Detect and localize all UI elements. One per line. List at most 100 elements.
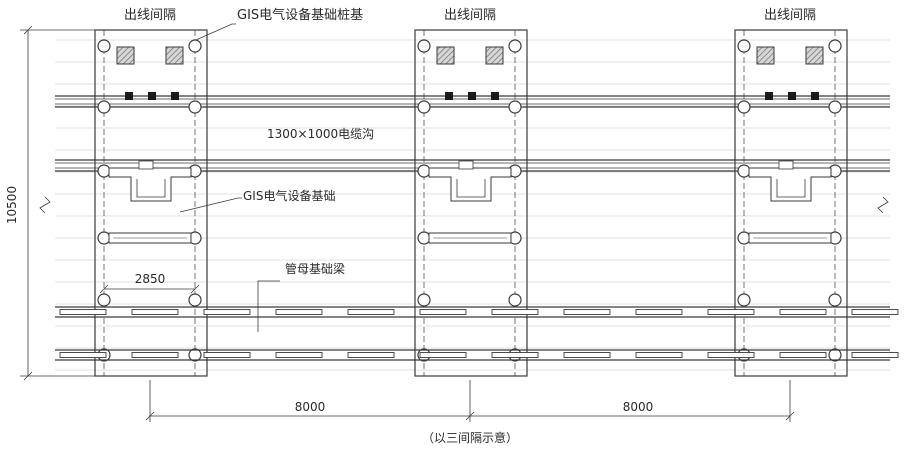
pile-circle [737, 293, 751, 307]
pile-cap-hatched [165, 46, 184, 65]
dim-tick [145, 411, 155, 421]
pile-circle [737, 100, 751, 114]
dim-tick [465, 411, 475, 421]
dim-height-label: 10500 [5, 186, 19, 224]
busbar-beams [55, 306, 899, 361]
bay-2 [414, 29, 528, 377]
pile-circle [828, 293, 842, 307]
pile-circle [828, 100, 842, 114]
leader-busbar-beam [257, 280, 280, 332]
bay-outline [94, 29, 208, 377]
dim-spacing-label-2: 8000 [623, 400, 654, 414]
pile-circle [188, 39, 202, 53]
bay-outline [734, 29, 848, 377]
beam-segment [707, 352, 755, 358]
busbar-rail-2 [55, 349, 899, 361]
anchor-square [171, 92, 179, 100]
pile-circle [417, 231, 431, 245]
pile-circle [417, 293, 431, 307]
dim-bay-width-label: 2850 [135, 272, 166, 286]
anchor-square [491, 92, 499, 100]
beam-segment [491, 309, 539, 315]
pile-circle [828, 39, 842, 53]
beam-segment [347, 309, 395, 315]
pile-circle [188, 100, 202, 114]
pile-cap-hatched [116, 46, 135, 65]
beam-segment [635, 309, 683, 315]
gis-foundation-t [108, 167, 192, 202]
pile-cap-hatched [805, 46, 824, 65]
beam-segment [59, 352, 107, 358]
dim-tick [23, 371, 33, 381]
leader-gis-foundation [179, 197, 242, 213]
beam-segment [491, 352, 539, 358]
dim-tick [785, 411, 795, 421]
label-cable-trench: 1300×1000电缆沟 [267, 127, 374, 141]
anchor-square [445, 92, 453, 100]
beam-segment [419, 309, 467, 315]
dimension-lines [20, 25, 795, 422]
break-mark [877, 196, 889, 214]
pile-cap-hatched [756, 46, 775, 65]
pile-circle [97, 231, 111, 245]
pile-circle [508, 100, 522, 114]
leader-lines [179, 23, 280, 332]
pile-circle [188, 348, 202, 362]
anchor-square [788, 92, 796, 100]
dim-tick [190, 284, 200, 294]
pile-circle [417, 100, 431, 114]
pile-circle [737, 39, 751, 53]
pile-circle [97, 39, 111, 53]
beam-segment [275, 352, 323, 358]
pile-circle [97, 293, 111, 307]
beam-segment [131, 352, 179, 358]
beam-segment [59, 309, 107, 315]
beam-segment [563, 309, 611, 315]
beam-segment [851, 352, 899, 358]
gis-foundation-inner [136, 179, 166, 198]
label-busbar-beam: 管母基础梁 [285, 261, 345, 276]
beam-segment [203, 352, 251, 358]
bay-1 [94, 29, 208, 377]
break-mark [39, 196, 51, 214]
bay-title-1: 出线间隔 [124, 8, 176, 23]
pile-circle [508, 293, 522, 307]
pile-circle [737, 231, 751, 245]
leader-gis-pile [195, 23, 236, 41]
gis-foundation-t [748, 167, 832, 202]
anchor-square [765, 92, 773, 100]
bay-group [94, 29, 848, 377]
gis-foundation-notch [138, 160, 154, 170]
beam-segment [131, 309, 179, 315]
pile-circle [508, 39, 522, 53]
gis-foundation-inner [456, 179, 486, 198]
pile-circle [97, 100, 111, 114]
anchor-square [148, 92, 156, 100]
gis-foundation-notch [778, 160, 794, 170]
pile-circle [417, 39, 431, 53]
pile-circle [97, 164, 111, 178]
beam-segment [419, 352, 467, 358]
background-grid [55, 39, 890, 371]
pile-circle [417, 164, 431, 178]
pile-circle [737, 164, 751, 178]
note-three-bays: （以三间隔示意） [422, 430, 518, 445]
dim-spacing-label-1: 8000 [295, 400, 326, 414]
beam-segment [779, 352, 827, 358]
dim-tick [23, 25, 33, 35]
beam-segment [275, 309, 323, 315]
beam-segment [347, 352, 395, 358]
busbar-rail-1 [55, 306, 899, 318]
bay-title-2: 出线间隔 [444, 8, 496, 23]
pile-cap-hatched [436, 46, 455, 65]
beam-segment [779, 309, 827, 315]
beam-segment [707, 309, 755, 315]
anchor-square [811, 92, 819, 100]
beam-segment [203, 309, 251, 315]
beam-segment [635, 352, 683, 358]
anchor-square [125, 92, 133, 100]
bay-outline [414, 29, 528, 377]
pile-circle [828, 348, 842, 362]
bay-3 [734, 29, 848, 377]
